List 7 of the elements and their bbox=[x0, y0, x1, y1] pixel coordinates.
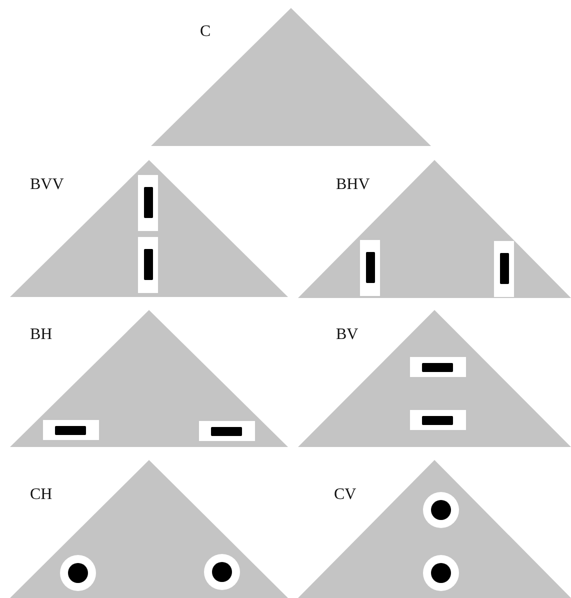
panel-label: CV bbox=[334, 486, 356, 504]
panel-label: BHV bbox=[336, 176, 370, 194]
panel-label: C bbox=[200, 23, 211, 41]
panel-label: CH bbox=[30, 486, 52, 504]
panel-label: BH bbox=[30, 326, 52, 344]
panel-label: BV bbox=[336, 326, 358, 344]
panel-label: BVV bbox=[30, 176, 64, 194]
